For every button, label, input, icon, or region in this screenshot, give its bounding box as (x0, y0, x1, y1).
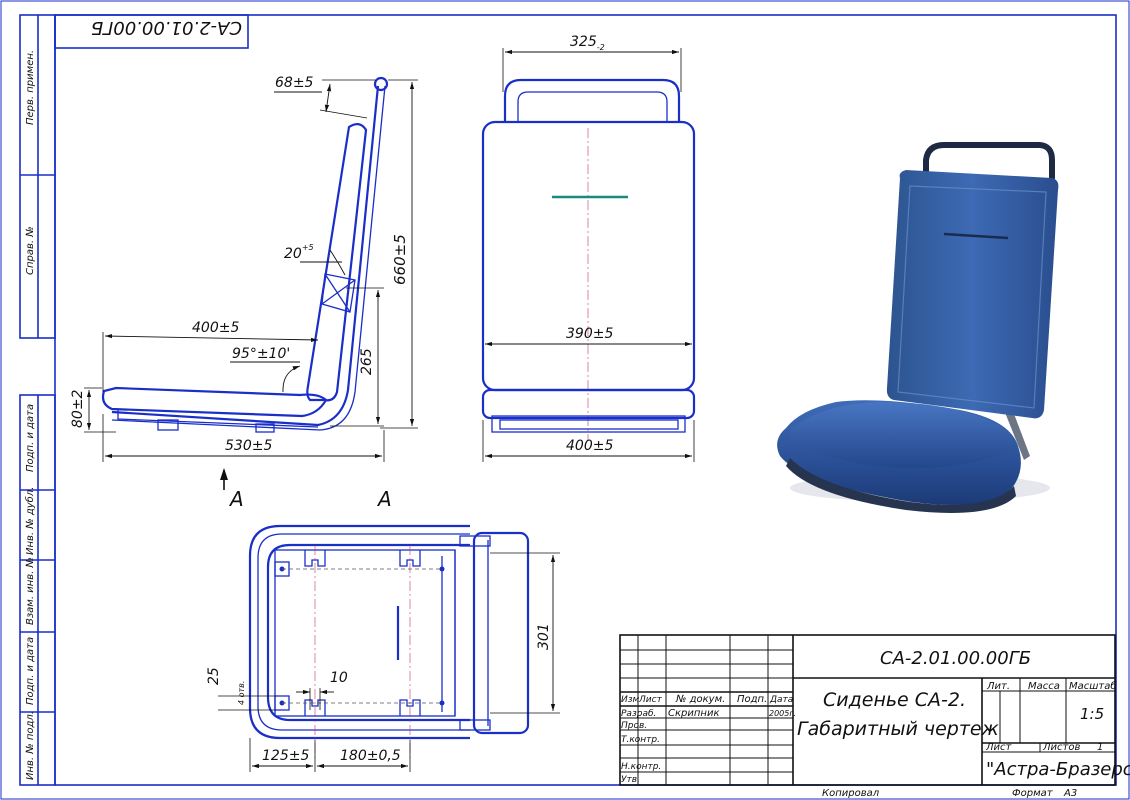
row-nkontr: Н.контр. (621, 762, 661, 772)
dim-front-325: 325-2 (570, 34, 605, 52)
dim-side-95: 95°±10' (232, 346, 290, 362)
sheets-label: Листов (1042, 742, 1080, 753)
head-list: Лист (638, 695, 663, 705)
dim-side-20: 20+5 (284, 243, 314, 262)
dim-plan-10: 10 (330, 670, 348, 686)
dim-side-530: 530±5 (225, 438, 272, 454)
stamp-podp-data-1: Подп. и дата (25, 404, 36, 472)
dim-side-68: 68±5 (275, 75, 314, 91)
scale-value: 1:5 (1080, 705, 1104, 723)
front-view: 325-2 390±5 400±5 (481, 34, 696, 462)
title-line-2: Габаритный чертеж (797, 718, 999, 740)
title-block: СА-2.01.00.00ГБ Сиденье СА-2. Габаритный… (619, 634, 1130, 799)
row-tkontr: Т.контр. (621, 735, 660, 745)
stamp-podp-data-2: Подп. и дата (25, 637, 36, 705)
copied-label: Копировал (822, 788, 880, 799)
sheets-value: 1 (1097, 742, 1103, 753)
col-lit: Лит. (986, 681, 1010, 692)
format-label: Формат (1012, 788, 1054, 799)
dim-plan-25: 25 (206, 667, 222, 685)
row-prov: Пров. (621, 721, 647, 731)
dim-plan-301: 301 (536, 623, 552, 650)
head-doc: № докум. (675, 694, 725, 705)
side-view: 68±5 660±5 20+5 265 400±5 95°±10' 80±2 5 (70, 75, 418, 511)
plan-view: 301 25 4 отв. 10 125±5 180±0,5 (206, 524, 560, 772)
dim-side-400: 400±5 (192, 320, 239, 336)
dim-side-265: 265 (359, 348, 375, 375)
rotated-code-box: СА-2.01.00.00ГБ (54, 14, 249, 49)
razrab-date: 2005г. (769, 709, 796, 718)
left-stamp-column: Перв. примен. Справ. № Подп. и дата Инв.… (19, 14, 56, 786)
head-izm: Изм (621, 695, 640, 705)
section-arrow-right: А (376, 487, 392, 511)
title-drawing-code: СА-2.01.00.00ГБ (880, 648, 1031, 669)
stamp-vzam-inv: Взам. инв. № (25, 557, 36, 625)
dim-plan-125: 125±5 (262, 748, 309, 764)
razrab-name: Скрипник (668, 708, 719, 719)
dim-front-390: 390±5 (566, 326, 613, 342)
head-date: Дата (769, 695, 793, 705)
stamp-perv-primen: Перв. примен. (25, 50, 36, 125)
section-arrow-left: А (228, 487, 244, 511)
row-utv: Утв. (621, 775, 640, 785)
company-name: "Астра-Бразерс" (986, 759, 1130, 780)
sheet-label: Лист (985, 742, 1013, 753)
col-mass: Масса (1028, 681, 1060, 692)
stamp-inv-dubl: Инв. № дубл. (24, 487, 36, 555)
seat-photo (777, 142, 1059, 513)
dim-plan-180: 180±0,5 (340, 748, 401, 764)
title-line-1: Сиденье СА-2. (823, 689, 966, 711)
stamp-sprav-no: Справ. № (25, 226, 36, 275)
dim-side-80: 80±2 (70, 389, 86, 428)
dim-plan-4holes: 4 отв. (237, 681, 246, 705)
dim-side-660: 660±5 (391, 234, 409, 285)
format-value: А3 (1063, 788, 1077, 799)
rotated-drawing-code: СА-2.01.00.00ГБ (91, 17, 242, 38)
dim-front-400: 400±5 (566, 438, 613, 454)
col-scale: Масштаб (1069, 680, 1117, 692)
stamp-inv-podl: Инв. № подл. (25, 711, 36, 780)
head-sign: Подп. (737, 694, 767, 705)
row-razrab: Разраб. (621, 709, 656, 719)
